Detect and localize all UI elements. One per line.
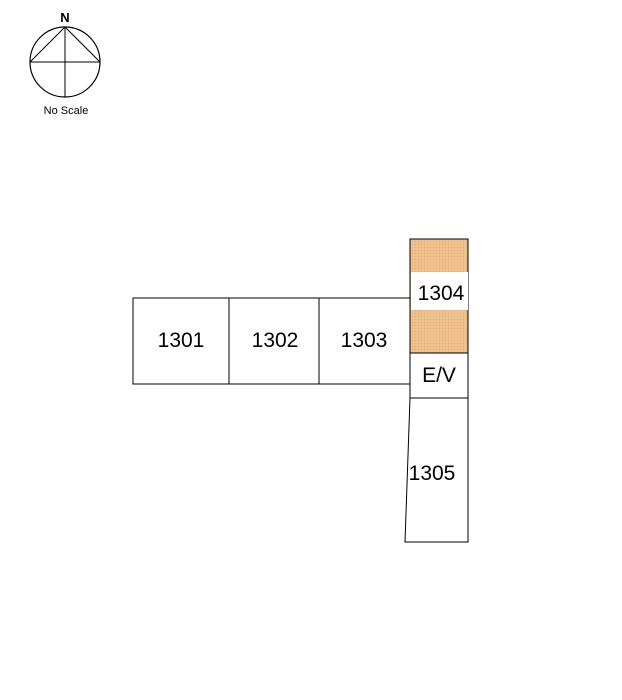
unit-1303: [318, 297, 411, 385]
elevator-group: E/V: [409, 352, 469, 399]
compass-north-arrow-icon: [29, 26, 101, 63]
unit-1301-label: 1301: [158, 329, 205, 352]
unit-1305-group: 1305: [404, 397, 469, 543]
compass-north-label: N: [60, 10, 69, 25]
unit-1304-label-backdrop: [411, 272, 468, 310]
scale-note: No Scale: [44, 105, 89, 117]
unit-1301: [132, 297, 230, 385]
unit-1302: [228, 297, 320, 385]
unit-row: 1301 1302 1303: [132, 297, 411, 385]
unit-1303-label: 1303: [341, 329, 388, 352]
unit-1304-group: 1304: [409, 238, 469, 354]
compass: N No Scale: [29, 10, 101, 117]
unit-1305: [404, 397, 469, 543]
elevator-label: E/V: [422, 364, 456, 387]
unit-1302-label: 1302: [252, 329, 299, 352]
unit-1305-label: 1305: [409, 462, 456, 485]
unit-1304-label: 1304: [418, 282, 465, 305]
